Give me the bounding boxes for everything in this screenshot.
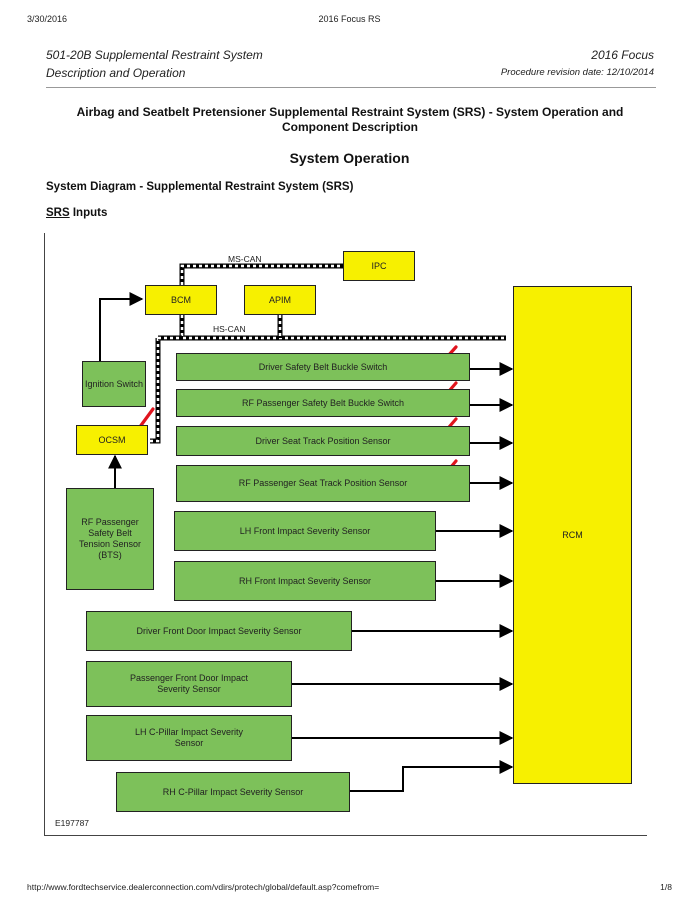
footer-url[interactable]: http://www.fordtechservice.dealerconnect… [27,882,380,892]
header-rule [46,87,656,88]
driver-seat-track-sensor: Driver Seat Track Position Sensor [176,426,470,456]
srs-system-diagram: MS-CAN HS-CAN IPC BCM APIM Ignition Swit… [44,233,647,836]
lh-front-impact-sensor: LH Front Impact Severity Sensor [174,511,436,551]
page-number: 1/8 [660,882,672,892]
ms-can-label: MS-CAN [228,254,262,264]
rh-front-impact-sensor: RH Front Impact Severity Sensor [174,561,436,601]
ipc-module: IPC [343,251,415,281]
ms-can-bus [179,263,345,291]
apim-module: APIM [244,285,316,315]
print-date: 3/30/2016 [27,14,68,24]
doc-section-title: 501-20B Supplemental Restraint System [46,48,263,62]
rcm-module: RCM [513,286,632,784]
bcm-module: BCM [145,285,217,315]
doc-section-subtitle: Description and Operation [46,66,186,80]
ignition-switch: Ignition Switch [82,361,146,407]
rf-passenger-belt-buckle-switch: RF Passenger Safety Belt Buckle Switch [176,389,470,417]
figure-id: E197787 [55,818,90,828]
driver-belt-buckle-switch: Driver Safety Belt Buckle Switch [176,353,470,381]
subsection-title: System Diagram - Supplemental Restraint … [46,181,354,193]
rh-c-pillar-impact-sensor: RH C-Pillar Impact Severity Sensor [116,772,350,812]
inputs-heading-text: Inputs [69,207,108,219]
doc-revision: Procedure revision date: 12/10/2014 [500,67,654,78]
doc-vehicle: 2016 Focus [591,48,654,62]
srs-link[interactable]: SRS [46,207,70,219]
driver-front-door-impact-sensor: Driver Front Door Impact Severity Sensor [86,611,352,651]
hs-can-label: HS-CAN [213,324,246,334]
passenger-front-door-impact-sensor: Passenger Front Door Impact Severity Sen… [86,661,292,707]
section-title: System Operation [289,150,410,166]
ignition-bcm-arrow [99,292,144,361]
ocsm-module: OCSM [76,425,148,455]
main-title: Airbag and Seatbelt Pretensioner Supplem… [76,105,624,134]
hs-can-bus [150,315,506,444]
lh-c-pillar-impact-sensor: LH C-Pillar Impact Severity Sensor [86,715,292,761]
rf-passenger-seat-track-sensor: RF Passenger Seat Track Position Sensor [176,465,470,502]
print-title: 2016 Focus RS [318,14,381,24]
srs-inputs-heading: SRS Inputs [46,207,107,219]
rf-bts-sensor: RF Passenger Safety Belt Tension Sensor … [66,488,154,590]
